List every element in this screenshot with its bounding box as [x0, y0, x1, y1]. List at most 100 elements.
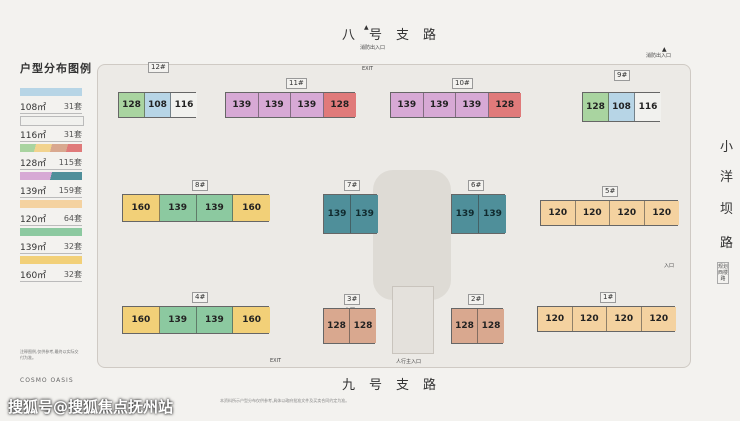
unit-area-label[interactable]: 139: [452, 195, 479, 233]
unit-area-label[interactable]: 160: [123, 195, 160, 221]
central-garden: [373, 170, 451, 300]
legend-item: 128㎡ 115套: [20, 144, 82, 174]
unit-area-label[interactable]: 139: [159, 195, 197, 221]
unit-area-label[interactable]: 139: [391, 93, 424, 117]
exit-label-1: EXIT: [362, 66, 374, 72]
building-number: 4#: [192, 292, 209, 303]
legend-title: 户型分布图例: [20, 62, 92, 75]
unit-area-label[interactable]: 120: [610, 201, 645, 225]
unit-area-label[interactable]: 160: [123, 307, 160, 333]
unit-area-label[interactable]: 120: [644, 201, 679, 225]
unit-area-label[interactable]: 128: [119, 93, 145, 117]
legend-area: 116㎡: [20, 131, 47, 141]
north-road-label: 八号支路: [342, 28, 451, 43]
unit-area-label[interactable]: 139: [258, 93, 291, 117]
building-number: 1#: [600, 292, 617, 303]
legend-count: 159套: [58, 186, 82, 195]
legend-area: 128㎡: [20, 159, 47, 169]
unit-area-label[interactable]: 139: [423, 93, 456, 117]
unit-area-label[interactable]: 120: [572, 307, 607, 331]
legend-item: 120㎡ 64套: [20, 200, 82, 230]
legend-count: 64套: [63, 214, 82, 223]
entrance-label-3: 入口: [664, 263, 675, 269]
unit-area-label[interactable]: 128: [350, 309, 376, 343]
unit-area-label[interactable]: 128: [323, 93, 356, 117]
legend-swatch: [20, 172, 82, 180]
east-road-note: 规划西楼路: [717, 262, 729, 284]
legend-area: 120㎡: [20, 215, 47, 225]
unit-area-label[interactable]: 116: [635, 93, 661, 121]
building-number: 12#: [148, 62, 169, 73]
unit-area-label[interactable]: 139: [196, 307, 234, 333]
building-number: 11#: [286, 78, 307, 89]
unit-area-label[interactable]: 120: [541, 201, 576, 225]
legend-divider: [20, 169, 82, 170]
unit-area-label[interactable]: 120: [538, 307, 573, 331]
unit-area-label[interactable]: 139: [324, 195, 351, 233]
legend-divider: [20, 197, 82, 198]
unit-area-label[interactable]: 128: [488, 93, 521, 117]
unit-area-label[interactable]: 139: [351, 195, 378, 233]
building-number: 9#: [614, 70, 631, 81]
unit-area-label[interactable]: 139: [291, 93, 324, 117]
north-arrow-icon: ▲: [364, 24, 369, 31]
legend-note: 注释图例,仅供参考,最终以实际交付为准。: [20, 349, 79, 360]
legend-item: 160㎡ 32套: [20, 256, 82, 286]
unit-area-label[interactable]: 128: [324, 309, 350, 343]
building-number: 5#: [602, 186, 619, 197]
south-road-label: 九号支路: [342, 378, 451, 393]
legend-count: 115套: [58, 158, 82, 167]
unit-area-label[interactable]: 160: [233, 195, 270, 221]
unit-area-label[interactable]: 139: [196, 195, 234, 221]
building-number: 6#: [468, 180, 485, 191]
unit-area-label[interactable]: 160: [233, 307, 270, 333]
building-number: 2#: [468, 294, 485, 305]
unit-area-label[interactable]: 139: [226, 93, 259, 117]
legend-count: 31套: [63, 102, 82, 111]
unit-area-label[interactable]: 128: [583, 93, 609, 121]
entrance-label-2: 消防出入口: [646, 53, 672, 59]
unit-area-label[interactable]: 120: [575, 201, 610, 225]
legend-divider: [20, 281, 82, 282]
unit-area-label[interactable]: 139: [456, 93, 489, 117]
legend-swatch: [20, 200, 82, 208]
unit-area-label[interactable]: 139: [479, 195, 506, 233]
unit-area-label[interactable]: 120: [607, 307, 642, 331]
brand-name: COSMO OASIS: [20, 377, 74, 384]
unit-area-label[interactable]: 128: [452, 309, 478, 343]
east-road-char: 洋: [720, 170, 734, 185]
exit-label-2: EXIT: [270, 358, 282, 364]
building-number: 7#: [344, 180, 361, 191]
unit-area-label[interactable]: 108: [609, 93, 635, 121]
legend-count: 32套: [63, 242, 82, 251]
legend-swatch: [20, 228, 82, 236]
building-number: 8#: [192, 180, 209, 191]
legend-area: 160㎡: [20, 271, 47, 281]
legend-swatch: [20, 88, 82, 96]
unit-area-label[interactable]: 108: [145, 93, 171, 117]
legend-area: 139㎡: [20, 187, 47, 197]
unit-area-label[interactable]: 139: [159, 307, 197, 333]
legend-divider: [20, 253, 82, 254]
unit-area-label[interactable]: 120: [641, 307, 676, 331]
legend-item: 139㎡ 32套: [20, 228, 82, 258]
unit-area-label[interactable]: 128: [478, 309, 504, 343]
unit-area-label[interactable]: 116: [171, 93, 197, 117]
legend-area: 139㎡: [20, 243, 47, 253]
legend-divider: [20, 113, 82, 114]
legend-count: 32套: [63, 270, 82, 279]
